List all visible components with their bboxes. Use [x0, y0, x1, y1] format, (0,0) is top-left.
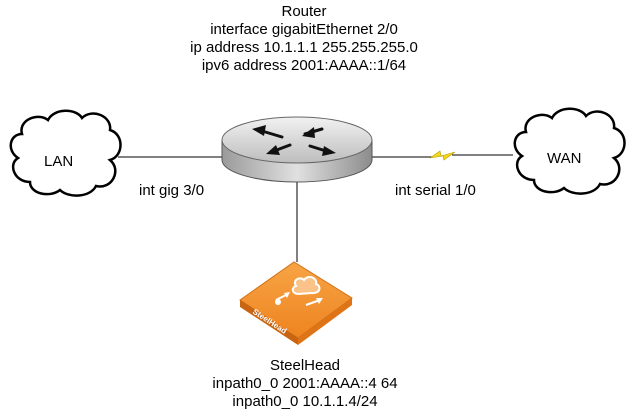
lan-interface-label: int gig 3/0 [139, 182, 205, 199]
steelhead-appliance-icon: SteelHead [239, 261, 353, 345]
lan-cloud-icon [9, 109, 122, 197]
lightning-icon [429, 150, 456, 161]
router-info: Router interface gigabitEthernet 2/0 ip … [154, 3, 454, 75]
wan-interface-label: int serial 1/0 [395, 182, 476, 199]
lan-label: LAN [44, 153, 74, 170]
wan-label: WAN [547, 150, 582, 167]
router-title: Router [281, 3, 327, 20]
steelhead-title: SteelHead [269, 357, 341, 374]
steelhead-ipv6-line: inpath0_0 2001:AAAA::4 64 [212, 375, 398, 392]
steelhead-ipv4-line: inpath0_0 10.1.1.4/24 [232, 393, 378, 410]
router-icon [221, 116, 373, 183]
router-interface-line: interface gigabitEthernet 2/0 [210, 21, 398, 38]
router-ipv6-line: ipv6 address 2001:AAAA::1/64 [201, 57, 407, 74]
steelhead-info: SteelHead inpath0_0 2001:AAAA::4 64 inpa… [190, 357, 420, 411]
wan-serial-link [372, 150, 513, 161]
steelhead-logo-icon [275, 276, 323, 306]
wan-cloud-icon [513, 107, 626, 195]
router-ip-line: ip address 10.1.1.1 255.255.255.0 [190, 39, 418, 56]
